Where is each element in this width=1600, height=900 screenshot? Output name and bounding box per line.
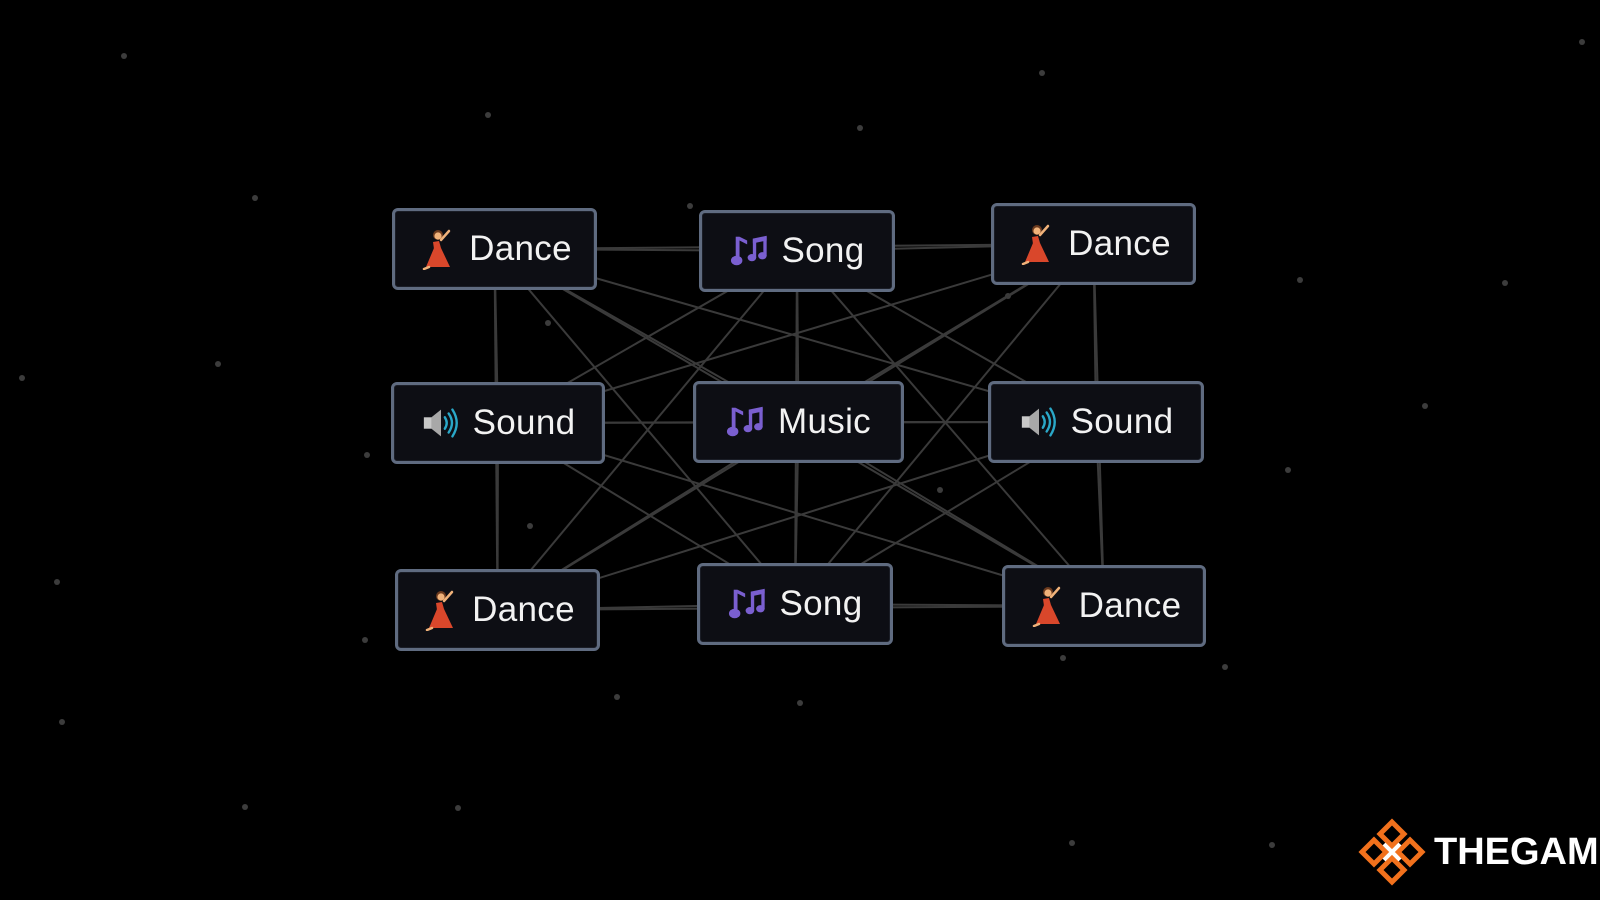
star-dot bbox=[252, 195, 258, 201]
star-dot bbox=[364, 452, 370, 458]
star-dot bbox=[1422, 403, 1428, 409]
star-dot bbox=[215, 361, 221, 367]
element-tile-dance[interactable]: Dance bbox=[991, 203, 1196, 285]
star-dot bbox=[1039, 70, 1045, 76]
star-dot bbox=[455, 805, 461, 811]
star-dot bbox=[121, 53, 127, 59]
star-dot bbox=[485, 112, 491, 118]
tile-label: Song bbox=[781, 231, 865, 270]
star-dot bbox=[937, 487, 943, 493]
connection-line bbox=[496, 250, 798, 611]
tile-label: Sound bbox=[472, 403, 576, 442]
star-dot bbox=[1285, 467, 1291, 473]
star-dot bbox=[59, 719, 65, 725]
star-dot bbox=[362, 637, 368, 643]
site-watermark: THEGAM bbox=[1358, 818, 1600, 886]
tile-label: Sound bbox=[1070, 402, 1174, 441]
element-tile-music[interactable]: Music bbox=[693, 381, 904, 463]
element-tile-dance[interactable]: Dance bbox=[392, 208, 597, 290]
tile-label: Song bbox=[779, 584, 863, 623]
element-tile-song[interactable]: Song bbox=[697, 563, 893, 645]
element-tile-dance[interactable]: Dance bbox=[1002, 565, 1206, 647]
dancer-icon bbox=[1016, 222, 1056, 266]
music-notes-icon bbox=[726, 400, 766, 444]
diamond-logo-icon bbox=[1358, 818, 1426, 886]
watermark-text: THEGAM bbox=[1434, 830, 1599, 873]
element-tile-sound[interactable]: Sound bbox=[988, 381, 1204, 463]
star-dot bbox=[1222, 664, 1228, 670]
star-dot bbox=[1579, 39, 1585, 45]
tile-label: Dance bbox=[469, 229, 572, 268]
star-dot bbox=[1269, 842, 1275, 848]
tile-label: Dance bbox=[1078, 586, 1182, 625]
star-dot bbox=[19, 375, 25, 381]
star-dot bbox=[242, 804, 248, 810]
dancer-icon bbox=[1027, 584, 1067, 628]
star-dot bbox=[1069, 840, 1075, 846]
element-tile-dance[interactable]: Dance bbox=[395, 569, 600, 651]
star-dot bbox=[687, 203, 693, 209]
speaker-icon bbox=[1019, 400, 1059, 444]
star-dot bbox=[54, 579, 60, 585]
star-dot bbox=[797, 700, 803, 706]
connection-line bbox=[796, 250, 1105, 607]
star-dot bbox=[857, 125, 863, 131]
star-dot bbox=[1297, 277, 1303, 283]
star-dot bbox=[1502, 280, 1508, 286]
tile-label: Dance bbox=[472, 590, 575, 629]
element-tile-song[interactable]: Song bbox=[699, 210, 895, 292]
music-notes-icon bbox=[730, 229, 770, 273]
tile-label: Dance bbox=[1068, 224, 1171, 263]
connection-line bbox=[794, 243, 1095, 605]
dancer-icon bbox=[420, 588, 460, 632]
tile-label: Music bbox=[778, 402, 871, 441]
speaker-icon bbox=[421, 401, 461, 445]
dancer-icon bbox=[417, 227, 457, 271]
music-notes-icon bbox=[728, 582, 768, 626]
star-dot bbox=[527, 523, 533, 529]
element-tile-sound[interactable]: Sound bbox=[391, 382, 605, 464]
star-dot bbox=[1060, 655, 1066, 661]
connection-line bbox=[493, 248, 796, 605]
star-dot bbox=[614, 694, 620, 700]
star-dot bbox=[545, 320, 551, 326]
